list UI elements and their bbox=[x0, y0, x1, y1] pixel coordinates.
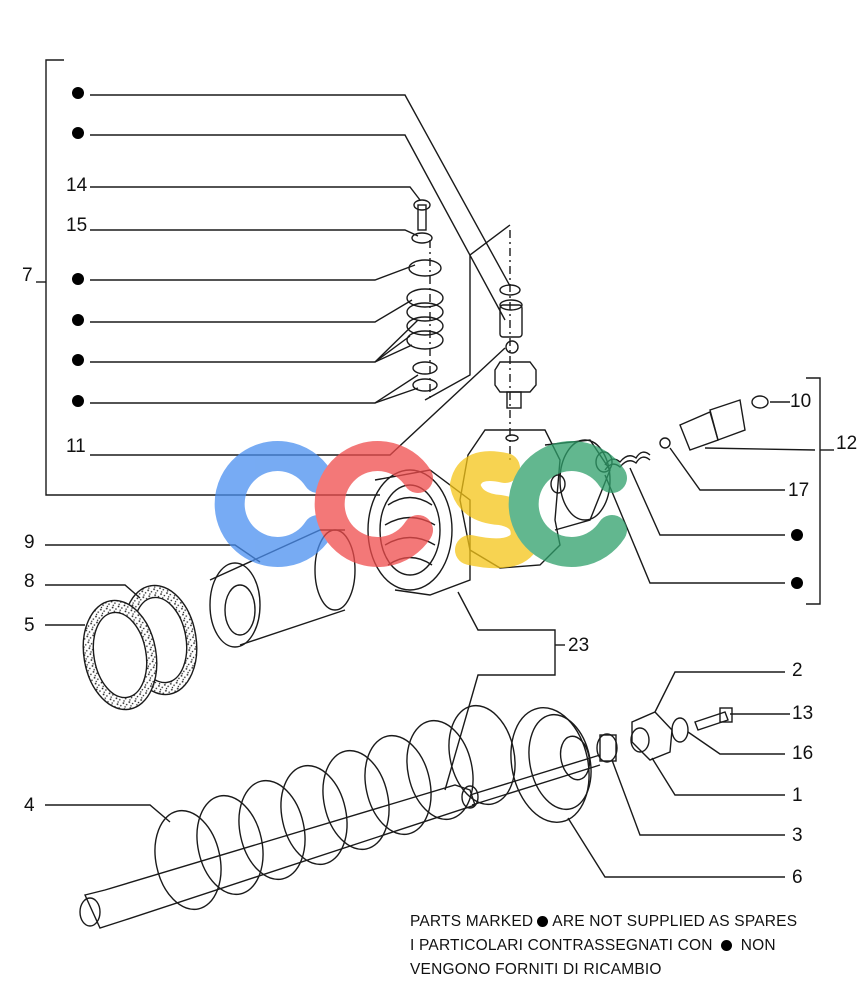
footnote-text: I PARTICOLARI CONTRASSEGNATI CON bbox=[410, 937, 713, 954]
bullet-dot-icon bbox=[72, 127, 84, 139]
label-15: 15 bbox=[66, 215, 88, 236]
label-16: 16 bbox=[792, 743, 814, 764]
washer-16 bbox=[671, 717, 689, 743]
label-8: 8 bbox=[24, 571, 35, 592]
label-11: 11 bbox=[66, 436, 86, 457]
footnote-text: ARE NOT SUPPLIED AS SPARES bbox=[552, 913, 798, 930]
label-5: 5 bbox=[24, 615, 35, 636]
label-2: 2 bbox=[792, 660, 803, 681]
footnote-text: NON bbox=[740, 937, 776, 954]
bolt-13 bbox=[694, 707, 733, 731]
label-23: 23 bbox=[568, 635, 590, 656]
label-13: 13 bbox=[792, 703, 814, 724]
ring-5 bbox=[82, 599, 158, 711]
label-9: 9 bbox=[24, 532, 35, 553]
bullet-dot-icon bbox=[537, 916, 549, 927]
label-10: 10 bbox=[790, 391, 812, 412]
bracket-12 bbox=[806, 377, 821, 605]
label-3: 3 bbox=[792, 825, 803, 846]
bullet-dot-icon bbox=[72, 273, 84, 285]
label-1: 1 bbox=[792, 785, 803, 806]
bullet-dot-icon bbox=[791, 529, 803, 541]
bullet-dot-icon bbox=[72, 395, 84, 407]
label-17: 17 bbox=[788, 480, 810, 501]
watermark-logo bbox=[214, 441, 627, 569]
adjuster-10 bbox=[679, 395, 769, 451]
bullet-dot-icon bbox=[721, 940, 733, 951]
bullet-dot-icon bbox=[72, 354, 84, 366]
footnote-line-1: PARTS MARKED ARE NOT SUPPLIED AS SPARES bbox=[410, 913, 797, 931]
footnote-text: PARTS MARKED bbox=[410, 913, 534, 930]
coil-spring-4 bbox=[154, 704, 516, 911]
nut-1 bbox=[630, 711, 673, 761]
bullet-dot-icon bbox=[791, 577, 803, 589]
label-14: 14 bbox=[66, 175, 88, 196]
footnote-line-3: VENGONO FORNITI DI RICAMBIO bbox=[410, 961, 662, 979]
label-12: 12 bbox=[836, 433, 858, 454]
bush-3 bbox=[596, 733, 618, 763]
label-7: 7 bbox=[22, 265, 33, 286]
spring-seat-6 bbox=[510, 707, 592, 823]
bullet-dot-icon bbox=[72, 87, 84, 99]
bullet-dot-icon bbox=[72, 314, 84, 326]
footnote-text: VENGONO FORNITI DI RICAMBIO bbox=[410, 961, 662, 978]
bracket-7 bbox=[45, 59, 380, 496]
footnote-line-2: I PARTICOLARI CONTRASSEGNATI CON NON bbox=[410, 937, 776, 955]
shock-rod bbox=[79, 754, 601, 929]
screw-14 bbox=[413, 199, 431, 231]
label-4: 4 bbox=[24, 795, 35, 816]
label-6: 6 bbox=[792, 867, 803, 888]
